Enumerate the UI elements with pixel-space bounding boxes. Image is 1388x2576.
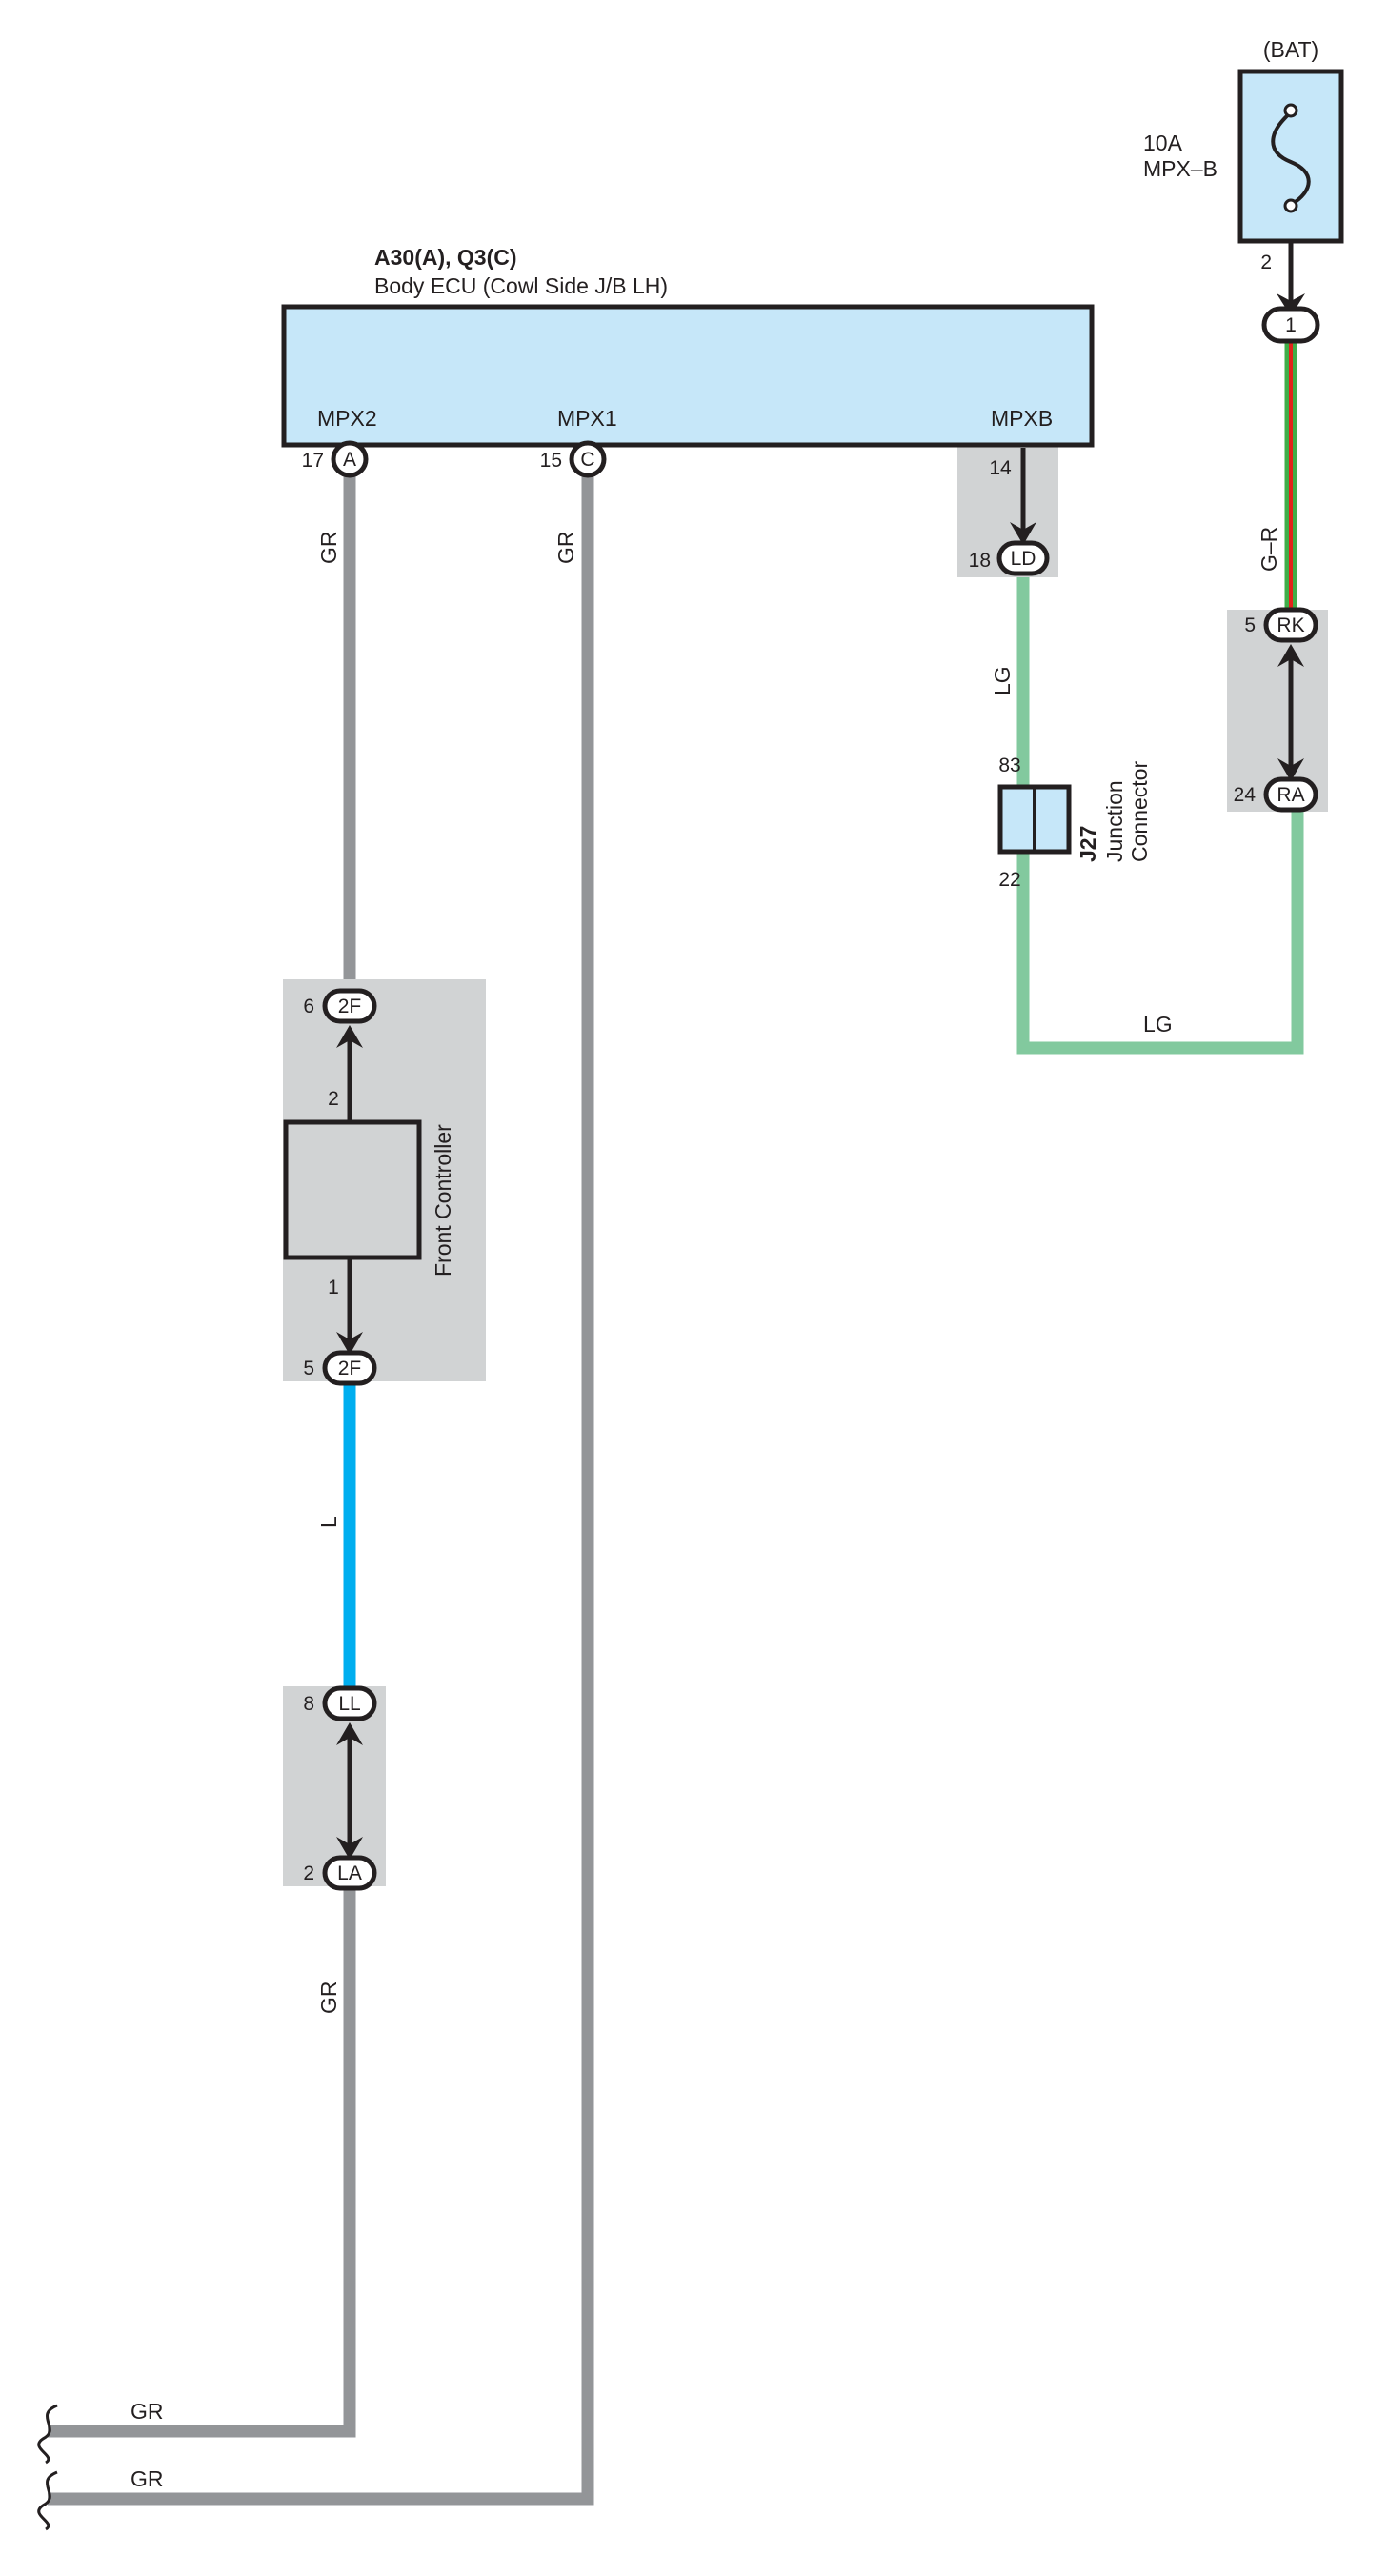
fuse-terminal-bottom (1283, 198, 1298, 213)
rk-arrow-up (1277, 644, 1304, 667)
wire-label-mpxb: LG (990, 666, 1015, 695)
ra-pin: 24 (1234, 784, 1257, 806)
ecu-name: Body ECU (Cowl Side J/B LH) (374, 273, 668, 298)
ld-pin-top: 14 (989, 457, 1012, 479)
wire-label-front-to-ll: L (316, 1516, 341, 1528)
la-pin: 2 (303, 1862, 314, 1884)
ecu-terminal-mpxb: MPXB (991, 406, 1053, 431)
cut-mark-2 (37, 2470, 58, 2531)
2f-bottom-arrow (336, 1332, 363, 1355)
ld-arrow-head (1010, 522, 1036, 545)
la-connector (322, 1855, 377, 1891)
wire-label-mpx2-upper: GR (316, 532, 341, 565)
ld-connector-label: LD (1011, 548, 1036, 570)
fuse-box (1237, 69, 1344, 244)
ll-connector (322, 1685, 377, 1721)
fuse-arrow-head (1277, 293, 1305, 316)
rk-pin: 5 (1244, 614, 1256, 636)
j27-pin-bottom: 22 (998, 869, 1020, 891)
2f-bottom-connector (322, 1350, 377, 1386)
front-controller-name: Front Controller (431, 1124, 455, 1277)
la-arrow-down (336, 1837, 363, 1860)
fuse-source: (BAT) (1263, 37, 1318, 62)
ld-connector (996, 540, 1050, 576)
ll-arrow-up (336, 1722, 363, 1745)
ecu-connectors-label: A30(A), Q3(C) (374, 245, 517, 270)
j27-pin-top: 83 (998, 755, 1020, 776)
ra-connector-label: RA (1277, 784, 1304, 806)
wire-label-la-down: GR (316, 1982, 341, 2015)
ecu-terminal-mpx2: MPX2 (317, 406, 377, 431)
fuse-connector-pin: 1 (1285, 314, 1297, 336)
ra-arrow-down (1277, 758, 1304, 781)
ecu-pin-c (569, 440, 607, 478)
rk-connector-label: RK (1277, 614, 1304, 636)
wire-label-bottom-1: GR (131, 2399, 164, 2424)
2f-top-label: 2F (338, 996, 362, 1017)
fuse-connector (1261, 306, 1320, 344)
ecu-terminal-mpx1: MPX1 (557, 406, 617, 431)
2f-bottom-label: 2F (338, 1358, 362, 1379)
wire-la-down (48, 1886, 356, 2438)
la-connector-label: LA (337, 1862, 362, 1884)
ecu-pin-a (331, 440, 369, 478)
fuse-icon (1271, 111, 1311, 207)
ecu-pin-a-letter: A (343, 449, 356, 471)
j27-label-line1: Junction (1102, 780, 1127, 862)
fuse-rating: 10A (1143, 131, 1183, 155)
rk-connector (1263, 607, 1318, 643)
front-pin-bottom: 1 (328, 1277, 339, 1298)
fuse-name: MPX–B (1143, 156, 1217, 181)
ll-pin: 8 (303, 1693, 314, 1715)
wire-mpx1 (48, 474, 594, 2506)
2f-top-connector (322, 988, 377, 1024)
2f-top-pin: 6 (303, 996, 314, 1017)
2f-bottom-pin: 5 (303, 1358, 314, 1379)
j27-id: J27 (1076, 826, 1100, 862)
wire-label-bottom-2: GR (131, 2466, 164, 2491)
ecu-pin-c-number: 15 (540, 450, 562, 472)
ecu-pin-c-letter: C (580, 449, 594, 471)
fuse-out-pin: 2 (1260, 252, 1272, 273)
ll-connector-label: LL (338, 1693, 360, 1715)
wire-label-lg-bottom: LG (1143, 1012, 1173, 1036)
ld-pin: 18 (969, 550, 991, 572)
wire-label-fuse: G–R (1257, 527, 1281, 572)
front-controller-box (283, 1119, 422, 1260)
wire-label-mpx1: GR (553, 532, 578, 565)
front-pin-top: 2 (328, 1088, 339, 1110)
cut-mark-1 (37, 2404, 58, 2465)
fuse-terminal-top (1283, 103, 1298, 118)
ecu-pin-a-number: 17 (302, 450, 324, 472)
ra-connector (1263, 776, 1318, 813)
j27-label-line2: Connector (1127, 761, 1152, 862)
body-ecu-box (281, 304, 1095, 448)
